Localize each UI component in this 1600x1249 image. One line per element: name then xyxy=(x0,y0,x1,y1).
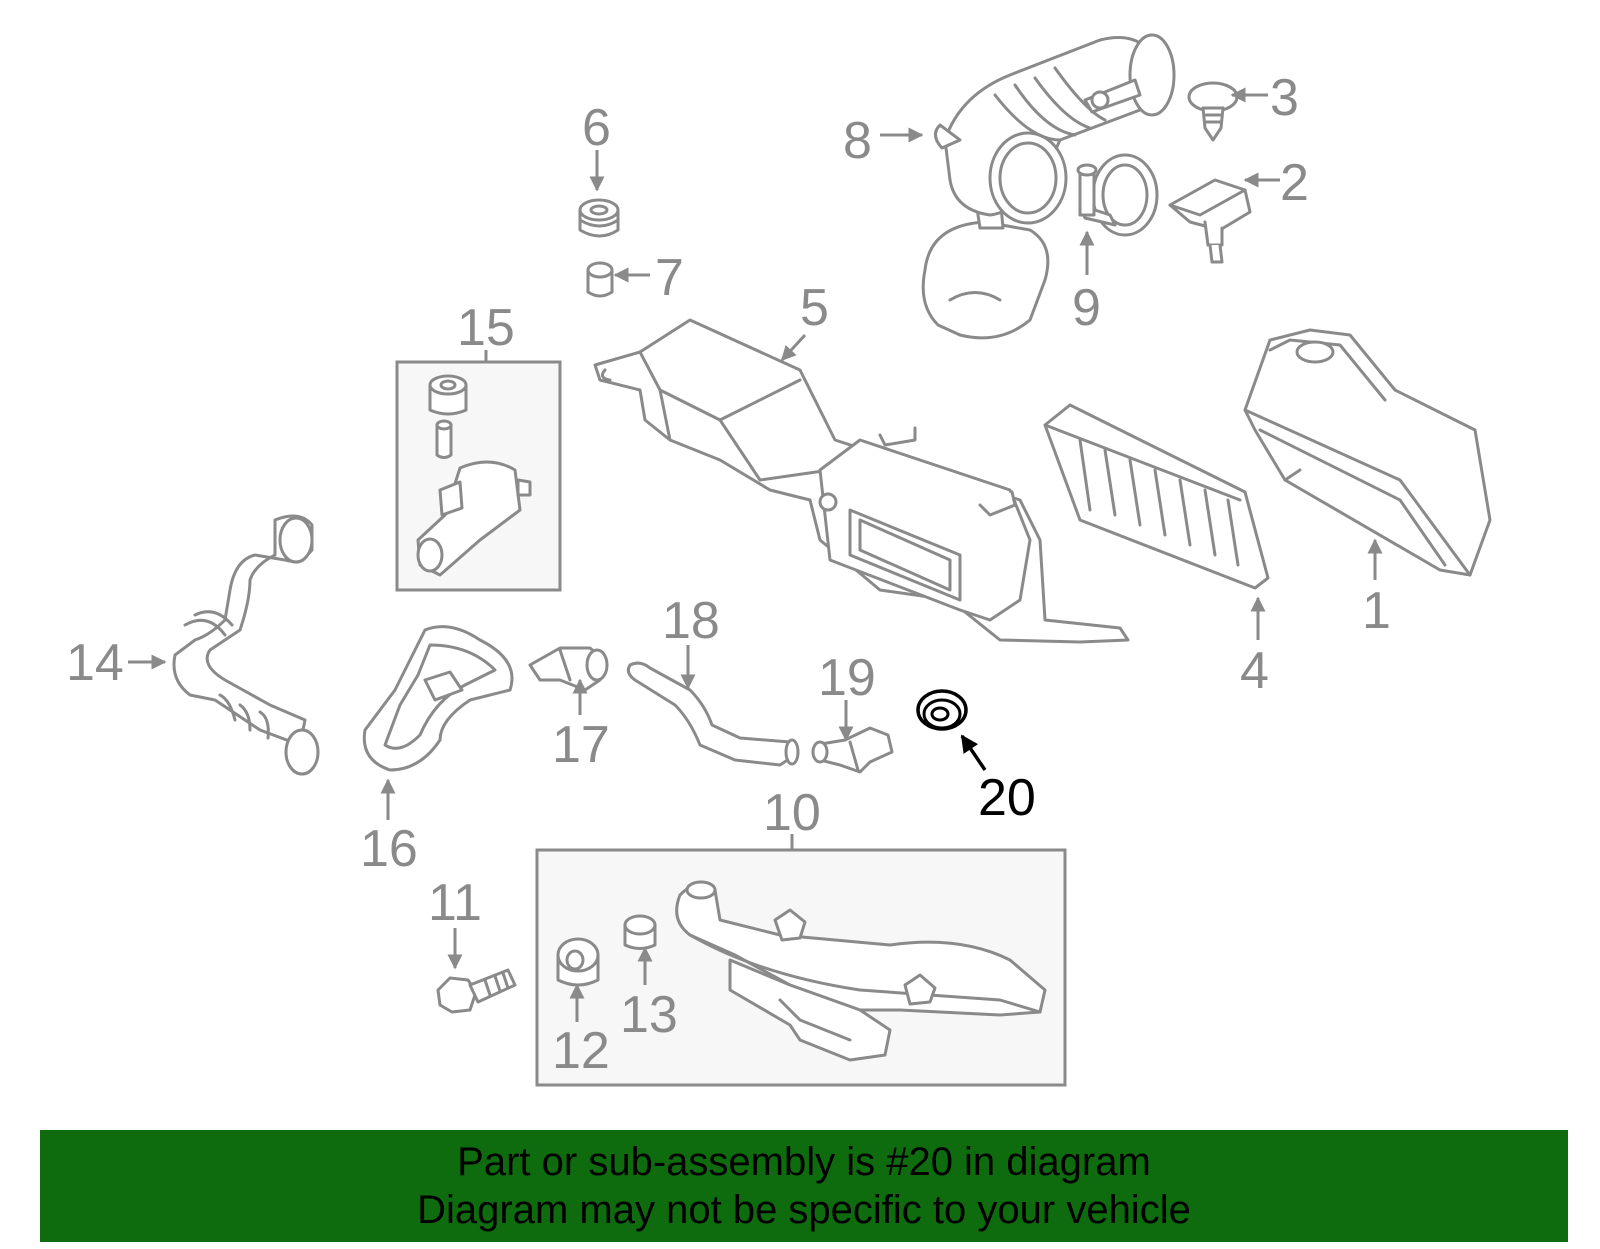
callout-13: 13 xyxy=(620,986,678,1044)
callout-9: 9 xyxy=(1072,279,1101,337)
callout-11: 11 xyxy=(428,874,482,932)
callout-20: 20 xyxy=(978,769,1036,827)
callout-1: 1 xyxy=(1362,582,1391,640)
callout-14: 14 xyxy=(66,634,124,692)
callout-6: 6 xyxy=(582,99,611,157)
callout-18: 18 xyxy=(662,592,720,650)
callout-16: 16 xyxy=(360,820,418,878)
part-7-collar xyxy=(586,261,614,298)
callout-4: 4 xyxy=(1240,642,1269,700)
callout-8: 8 xyxy=(843,112,872,170)
callout-3: 3 xyxy=(1270,69,1299,127)
callout-19: 19 xyxy=(818,649,876,707)
part-1-air-box xyxy=(1243,328,1492,577)
part-14-hose xyxy=(172,514,320,776)
part-8-intake-duct xyxy=(921,33,1176,340)
notice-banner: Part or sub-assembly is #20 in diagram D… xyxy=(40,1130,1568,1242)
banner-line-2: Diagram may not be specific to your vehi… xyxy=(417,1188,1191,1232)
part-15-box xyxy=(395,360,562,592)
callout-2: 2 xyxy=(1280,154,1309,212)
banner-line-1: Part or sub-assembly is #20 in diagram xyxy=(457,1140,1151,1184)
callout-labels: 1 2 3 4 5 6 7 8 9 10 11 12 13 14 15 16 1… xyxy=(66,69,1391,1080)
part-9-clamp xyxy=(1076,153,1159,237)
callout-15: 15 xyxy=(457,299,515,357)
part-6-grommet xyxy=(578,198,620,238)
callout-10: 10 xyxy=(763,784,821,842)
part-17-connector xyxy=(528,646,609,692)
part-2-sensor xyxy=(1168,178,1252,264)
leader-lines xyxy=(128,87,1383,1022)
part-19-elbow xyxy=(811,726,894,774)
callout-12: 12 xyxy=(552,1022,610,1080)
part-18-hose xyxy=(626,661,800,767)
part-20-grommet xyxy=(916,689,968,731)
part-5-resonator xyxy=(593,318,1130,644)
callout-5: 5 xyxy=(800,279,829,337)
callout-7: 7 xyxy=(655,249,684,307)
part-16-hose xyxy=(362,625,514,772)
part-3-clip xyxy=(1187,81,1239,142)
part-4-filter xyxy=(1043,403,1270,590)
part-10-box xyxy=(535,848,1067,1087)
part-11-bolt xyxy=(436,968,517,1014)
callout-17: 17 xyxy=(552,716,610,774)
parts-diagram: 1 2 3 4 5 6 7 8 9 10 11 12 13 14 15 16 1… xyxy=(66,33,1492,1087)
